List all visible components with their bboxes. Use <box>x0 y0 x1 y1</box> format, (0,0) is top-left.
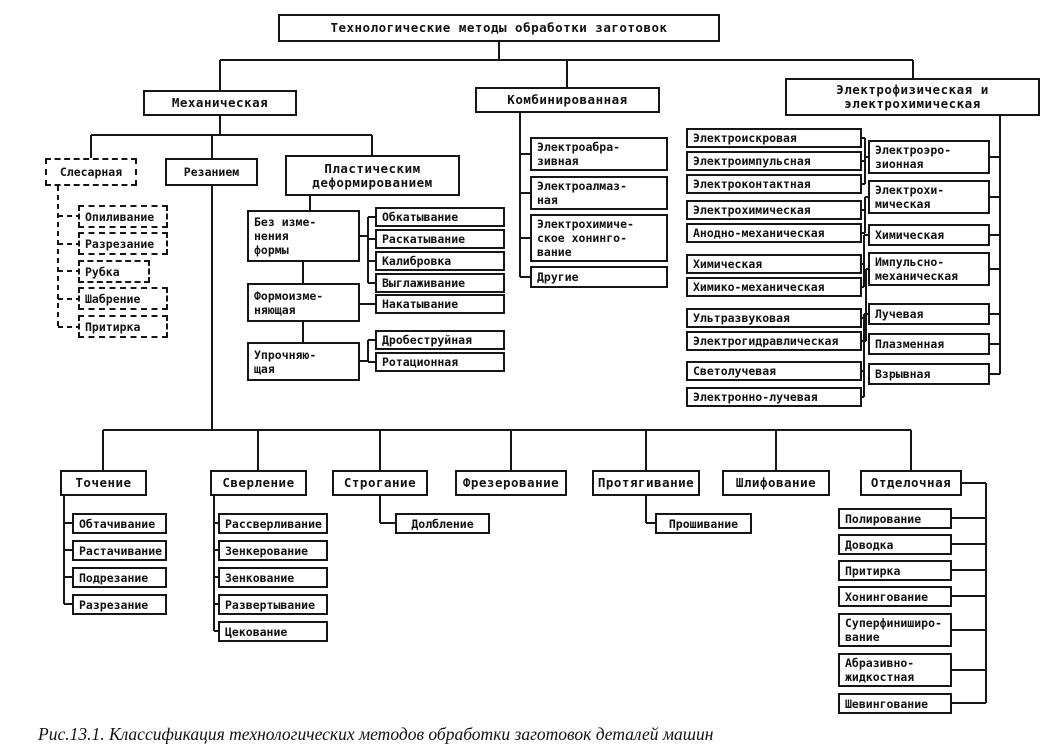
node-facing: Подрезание <box>72 567 167 588</box>
node-electroabrasive: Электроабра- зивная <box>530 137 668 171</box>
node-finishing: Отделочная <box>860 470 962 496</box>
node-electropulse: Электроимпульсная <box>686 151 862 171</box>
node-electrocontact: Электроконтактная <box>686 174 862 194</box>
node-spot-facing: Цекование <box>218 621 328 642</box>
node-filing: Опиливание <box>78 205 168 228</box>
node-lapping-finish: Притирка <box>838 560 952 581</box>
node-anode-mechanical: Анодно-механическая <box>686 223 862 243</box>
node-ultrasonic: Ультразвуковая <box>686 308 862 328</box>
node-cutting-off-turn: Разрезание <box>72 594 167 615</box>
node-knurling: Накатывание <box>375 294 505 314</box>
node-reaming: Развертывание <box>218 594 328 615</box>
node-piercing: Прошивание <box>655 513 752 534</box>
node-grinding: Шлифование <box>722 470 830 496</box>
node-light-beam: Светолучевая <box>686 361 862 381</box>
node-chemical-mechanical: Химико-механическая <box>686 277 862 297</box>
node-finishing-lapping: Доводка <box>838 534 952 555</box>
node-scraping: Шабрение <box>78 287 168 310</box>
node-electrochemical-honing: Электрохимиче- ское хонинго- вание <box>530 214 668 262</box>
node-others: Другие <box>530 266 668 288</box>
node-rotational: Ротационная <box>375 352 505 372</box>
node-planing: Строгание <box>332 470 428 496</box>
node-milling: Фрезерование <box>455 470 567 496</box>
node-calibration: Калибровка <box>375 251 505 271</box>
node-external-turning: Обтачивание <box>72 513 167 534</box>
node-electrochemical-left: Электрохимическая <box>686 200 862 220</box>
node-chopping: Рубка <box>78 260 150 283</box>
node-superfinishing: Суперфиниширо- вание <box>838 613 952 647</box>
node-electrochemical-right: Электрохи- мическая <box>868 180 990 214</box>
node-boring: Растачивание <box>72 540 167 561</box>
node-plasma: Плазменная <box>868 333 990 355</box>
node-polishing: Полирование <box>838 508 952 529</box>
node-broaching: Протягивание <box>592 470 700 496</box>
node-roller-expanding: Раскатывание <box>375 229 505 249</box>
node-without-shape-change: Без изме- нения формы <box>247 210 360 262</box>
node-turning: Точение <box>60 470 147 496</box>
node-mechanical: Механическая <box>143 90 297 116</box>
node-beam: Лучевая <box>868 303 990 325</box>
node-impulse-mechanical: Импульсно- механическая <box>868 252 990 286</box>
node-electrophysical: Электрофизическая и электрохимическая <box>785 78 1040 116</box>
node-countersinking: Зенкование <box>218 567 328 588</box>
node-strengthening: Упрочняю- щая <box>247 342 360 381</box>
node-shape-changing: Формоизме- няющая <box>247 283 360 322</box>
node-electrohydraulic: Электрогидравлическая <box>686 331 862 351</box>
node-benchwork: Слесарная <box>45 158 137 186</box>
node-burnishing-roll: Обкатывание <box>375 207 505 227</box>
node-abrasive-liquid: Абразивно- жидкостная <box>838 653 952 687</box>
node-electron-beam: Электронно-лучевая <box>686 387 862 407</box>
node-root: Технологические методы обработки заготов… <box>278 14 720 42</box>
node-shot-blasting: Дробеструйная <box>375 330 505 350</box>
node-shaving: Шевингование <box>838 693 952 714</box>
node-cutting: Резанием <box>165 158 258 186</box>
node-explosive: Взрывная <box>868 363 990 385</box>
node-electrodiamond: Электроалмаз- ная <box>530 176 668 210</box>
node-counterboring: Зенкерование <box>218 540 328 561</box>
node-honing: Хонингование <box>838 586 952 607</box>
node-cutting-off-bench: Разрезание <box>78 232 168 255</box>
node-plastic-deformation: Пластическим деформированием <box>285 155 460 196</box>
node-slotting: Долбление <box>395 513 490 534</box>
node-drilling: Сверление <box>210 470 307 496</box>
node-core-drilling: Рассверливание <box>218 513 328 534</box>
node-chemical-right: Химическая <box>868 224 990 246</box>
figure-caption: Рис.13.1. Классификация технологических … <box>38 724 714 744</box>
node-chemical-left: Химическая <box>686 254 862 274</box>
node-smoothing: Выглаживание <box>375 273 505 293</box>
node-combined: Комбинированная <box>475 87 660 113</box>
node-lapping-bench: Притирка <box>78 315 168 338</box>
node-electrospark: Электроискровая <box>686 128 862 148</box>
node-electroerosion: Электроэро- зионная <box>868 140 990 174</box>
